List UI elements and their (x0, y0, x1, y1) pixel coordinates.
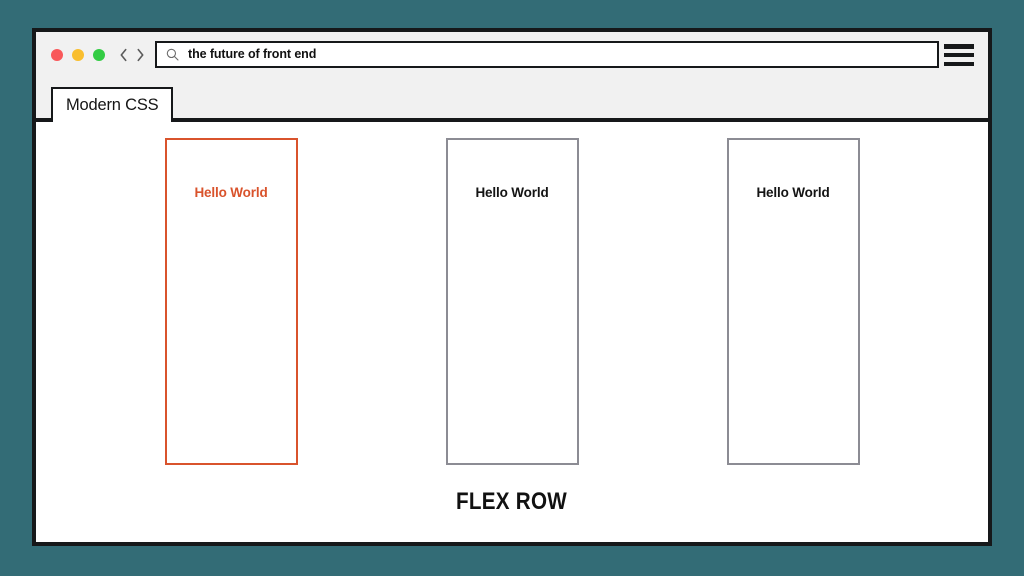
navigation-controls (117, 46, 147, 64)
minimize-button[interactable] (72, 49, 84, 61)
flex-item-2[interactable]: Hello World (445, 138, 579, 465)
tab-strip: Modern CSS (51, 87, 174, 122)
hamburger-bar-bottom (944, 61, 974, 66)
tab-label: Modern CSS (66, 96, 159, 115)
flex-item-label: Hello World (475, 185, 549, 200)
flex-item-3[interactable]: Hello World (726, 138, 860, 465)
address-search-bar[interactable]: the future of front end (155, 41, 939, 68)
chevron-right-icon[interactable] (134, 46, 147, 64)
flex-row-container: Hello World Hello World Hello World (36, 138, 988, 465)
search-icon (166, 48, 179, 61)
hamburger-menu-icon[interactable] (944, 44, 974, 66)
tab-modern-css[interactable]: Modern CSS (51, 87, 174, 122)
window-controls (51, 49, 105, 61)
hamburger-bar-top (944, 44, 974, 49)
flex-item-1[interactable]: Hello World (164, 138, 298, 465)
zoom-button[interactable] (93, 49, 105, 61)
flex-item-label: Hello World (194, 185, 268, 200)
close-button[interactable] (51, 49, 63, 61)
layout-caption: FLEX ROW (36, 490, 988, 514)
browser-toolbar: the future of front end Modern CSS (36, 32, 988, 122)
chevron-left-icon[interactable] (117, 46, 130, 64)
browser-window: the future of front end Modern CSS Hello… (32, 28, 992, 546)
hamburger-bar-middle (944, 52, 974, 58)
layout-caption-text: FLEX ROW (456, 488, 568, 515)
flex-item-label: Hello World (756, 185, 830, 200)
search-input[interactable]: the future of front end (188, 47, 317, 62)
page-content: Hello World Hello World Hello World FLEX… (36, 122, 988, 542)
